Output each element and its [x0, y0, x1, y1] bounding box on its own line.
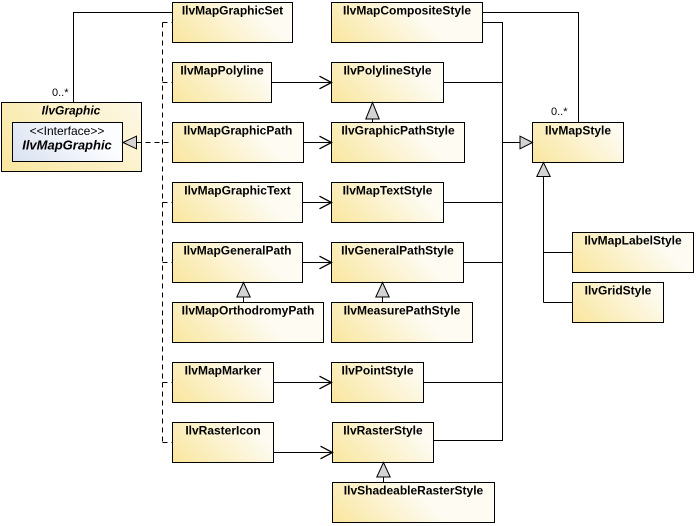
svg-text:0..*: 0..*	[551, 106, 568, 118]
svg-text:IlvMapGraphic: IlvMapGraphic	[22, 138, 112, 153]
svg-text:IlvMapCompositeStyle: IlvMapCompositeStyle	[343, 4, 471, 18]
svg-text:IlvGeneralPathStyle: IlvGeneralPathStyle	[341, 244, 454, 258]
svg-text:IlvMapGraphicPath: IlvMapGraphicPath	[184, 124, 293, 138]
svg-text:IlvRasterIcon: IlvRasterIcon	[185, 424, 260, 438]
svg-text:IlvMapOrthodromyPath: IlvMapOrthodromyPath	[182, 304, 315, 318]
svg-text:IlvGridStyle: IlvGridStyle	[585, 284, 652, 298]
svg-text:IlvMapPolyline: IlvMapPolyline	[180, 64, 264, 78]
svg-text:IlvMeasurePathStyle: IlvMeasurePathStyle	[344, 304, 461, 318]
svg-text:IlvMapStyle: IlvMapStyle	[545, 124, 611, 138]
svg-text:IlvPointStyle: IlvPointStyle	[341, 364, 413, 378]
svg-text:<<Interface>>: <<Interface>>	[30, 124, 105, 138]
svg-text:IlvShadeableRasterStyle: IlvShadeableRasterStyle	[344, 484, 484, 498]
svg-text:IlvMapMarker: IlvMapMarker	[185, 364, 262, 378]
svg-text:IlvRasterStyle: IlvRasterStyle	[343, 424, 423, 438]
svg-text:IlvMapGraphicSet: IlvMapGraphicSet	[182, 4, 283, 18]
svg-text:IlvMapGraphicText: IlvMapGraphicText	[184, 184, 290, 198]
svg-text:IlvGraphic: IlvGraphic	[42, 104, 101, 118]
svg-text:IlvMapTextStyle: IlvMapTextStyle	[343, 184, 433, 198]
svg-text:IlvGraphicPathStyle: IlvGraphicPathStyle	[341, 124, 455, 138]
svg-text:IlvMapGeneralPath: IlvMapGeneralPath	[183, 244, 291, 258]
svg-text:IlvPolylineStyle: IlvPolylineStyle	[343, 64, 431, 78]
svg-text:0..*: 0..*	[52, 87, 69, 99]
svg-text:IlvMapLabelStyle: IlvMapLabelStyle	[584, 234, 682, 248]
